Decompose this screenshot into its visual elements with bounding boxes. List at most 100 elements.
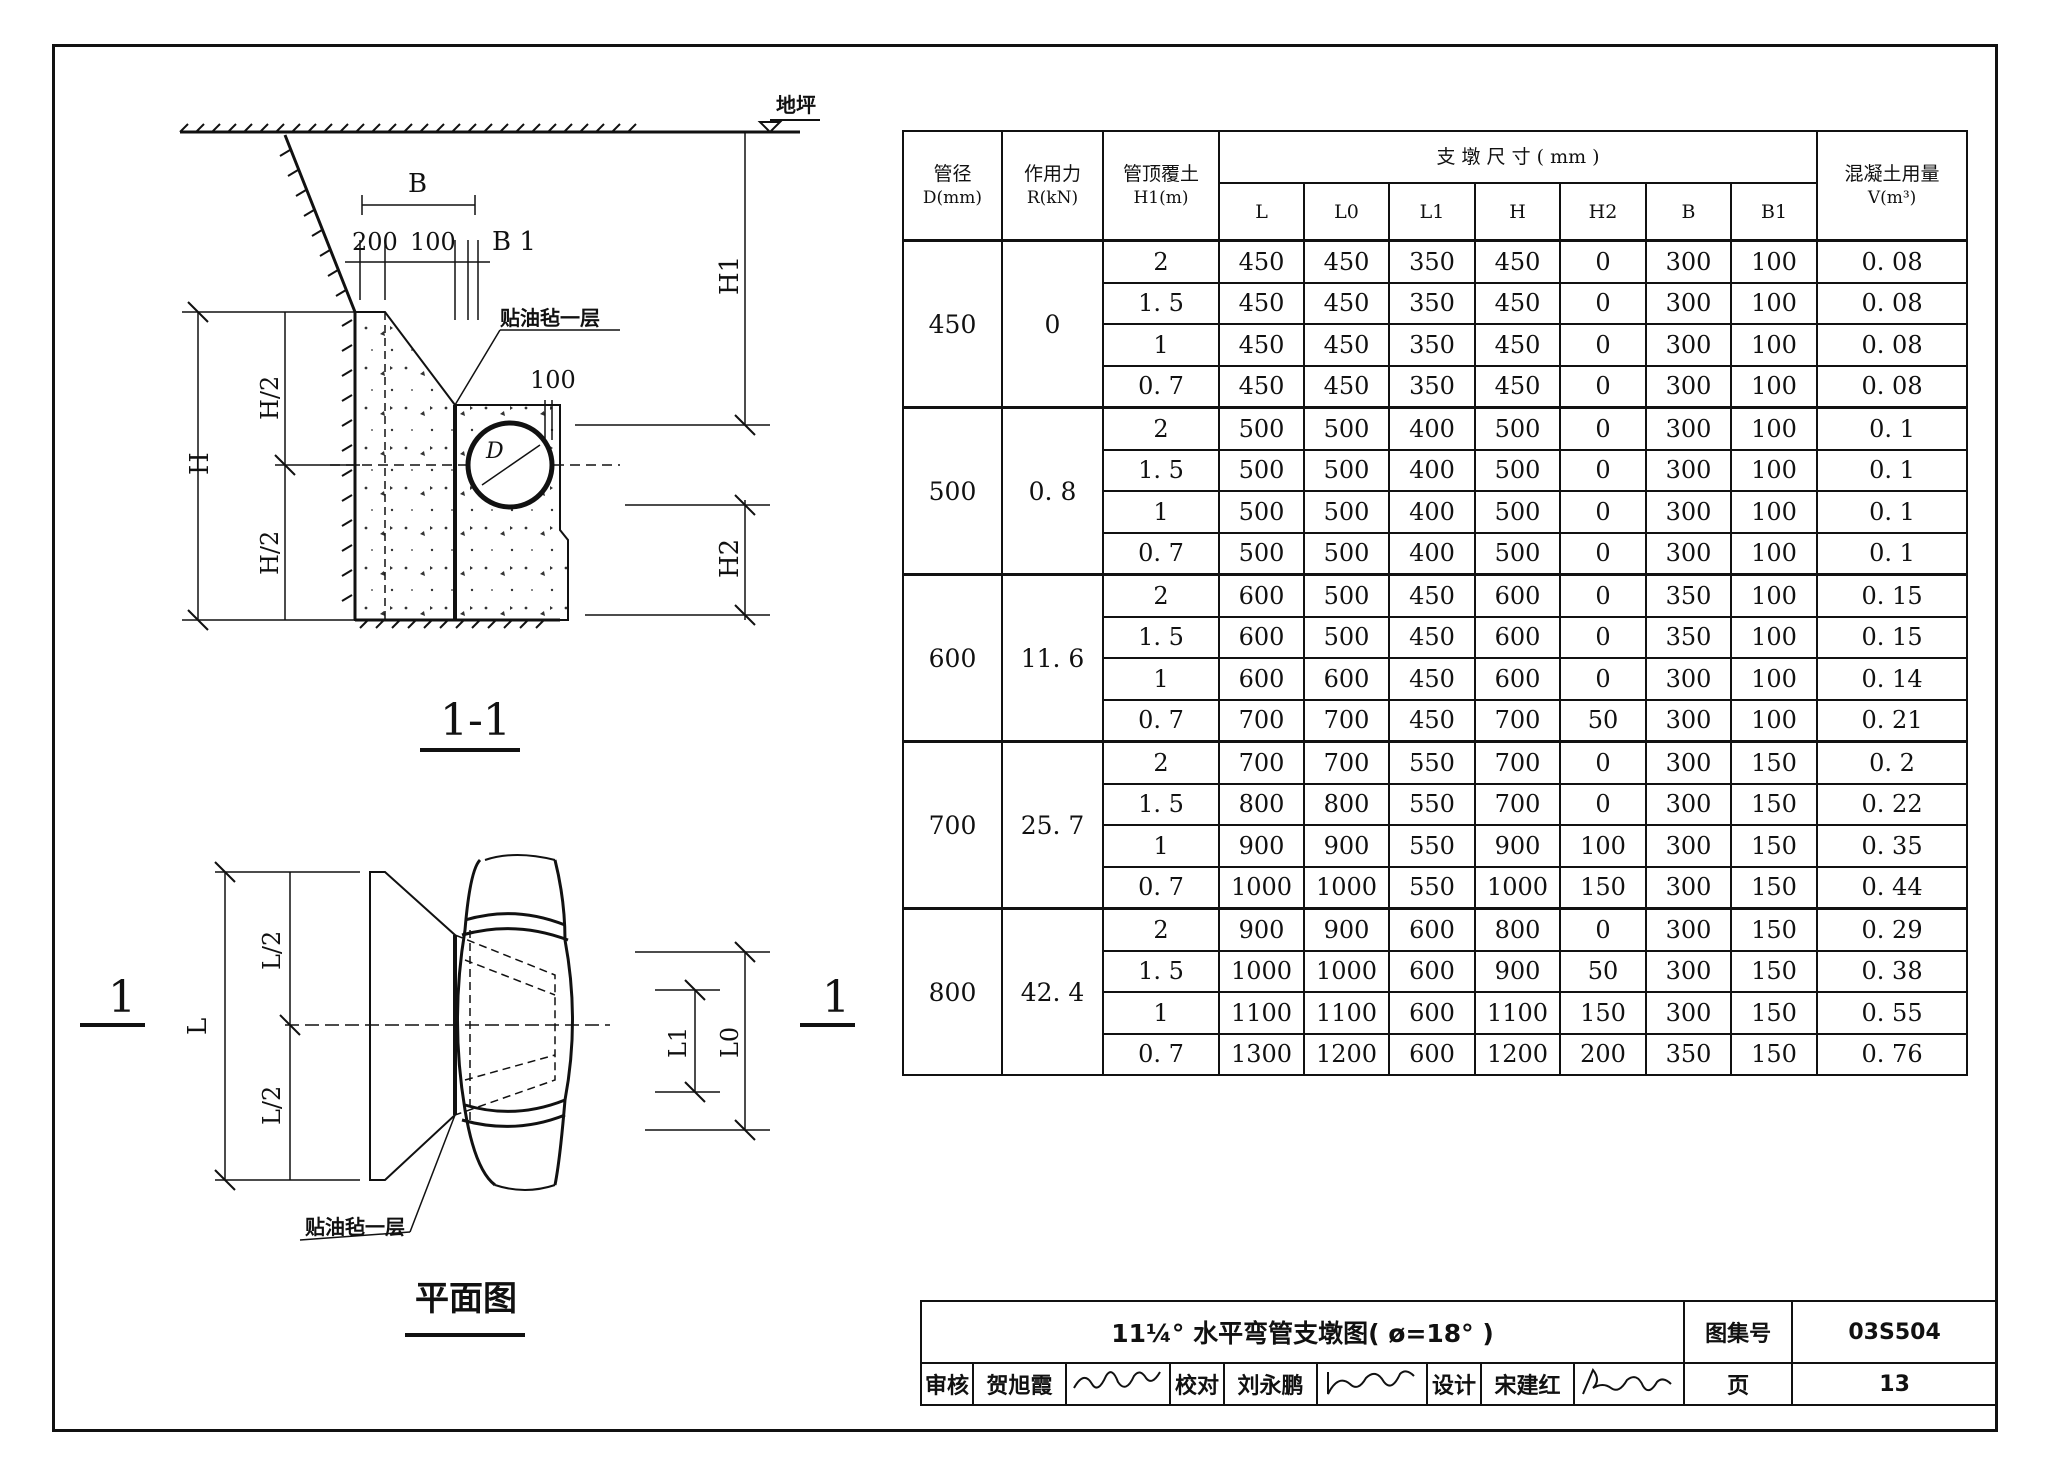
cell-l1: 350 — [1388, 364, 1476, 409]
cell-volume: 0. 22 — [1816, 782, 1969, 826]
support-dimension-table: 管径 D(mm) 作用力 R(kN) 管顶覆土 H1(m) 支 墩 尺 寸 ( … — [902, 130, 1969, 1076]
cell-cover: 1 — [1102, 991, 1220, 1035]
cell-h: 600 — [1474, 657, 1561, 701]
felt-note-plan: 贴油毡一层 — [305, 1215, 405, 1239]
cell-h: 450 — [1474, 281, 1561, 325]
cell-h: 900 — [1474, 949, 1561, 993]
cell-b1: 150 — [1729, 949, 1819, 993]
cell-l1: 600 — [1388, 907, 1476, 952]
pipe-d-label: D — [485, 439, 504, 464]
cell-l0: 500 — [1303, 406, 1390, 451]
cell-h2: 0 — [1559, 782, 1647, 826]
cell-volume: 0. 14 — [1816, 657, 1969, 701]
cell-l0: 1000 — [1303, 949, 1390, 993]
cell-volume: 0. 21 — [1816, 698, 1969, 743]
cell-volume: 0. 76 — [1816, 1032, 1969, 1076]
cell-l1: 450 — [1388, 698, 1476, 743]
cell-b: 300 — [1645, 323, 1732, 367]
dim-b1-label: B 1 — [492, 227, 536, 257]
cell-h: 800 — [1474, 907, 1561, 952]
cell-h: 1100 — [1474, 991, 1561, 1035]
dim-100-label: 100 — [410, 228, 456, 256]
dim-l1-label: L1 — [664, 1027, 692, 1058]
cell-h2: 0 — [1559, 323, 1647, 367]
cell-b1: 150 — [1729, 782, 1819, 826]
cell-diameter: 500 — [902, 406, 1003, 576]
cell-l0: 700 — [1303, 740, 1390, 785]
cell-diameter: 450 — [902, 239, 1003, 409]
cell-b1: 100 — [1729, 323, 1819, 367]
cell-b: 300 — [1645, 531, 1732, 576]
cell-h: 700 — [1474, 782, 1561, 826]
cell-force: 11. 6 — [1001, 573, 1104, 743]
cell-h: 1000 — [1474, 865, 1561, 910]
cell-b: 300 — [1645, 281, 1732, 325]
cell-l0: 900 — [1303, 824, 1390, 868]
cell-cover: 1. 5 — [1102, 281, 1220, 325]
cell-h2: 0 — [1559, 239, 1647, 284]
cell-h: 500 — [1474, 490, 1561, 534]
cell-l1: 600 — [1388, 949, 1476, 993]
cell-l0: 450 — [1303, 239, 1390, 284]
dim-l-half-lower: L/2 — [258, 1086, 286, 1125]
cell-l0: 500 — [1303, 490, 1390, 534]
cell-b1: 100 — [1729, 239, 1819, 284]
cell-l0: 500 — [1303, 615, 1390, 659]
cell-l1: 400 — [1388, 531, 1476, 576]
cell-l1: 600 — [1388, 1032, 1476, 1076]
cell-l0: 700 — [1303, 698, 1390, 743]
cell-h2: 0 — [1559, 364, 1647, 409]
cell-l: 450 — [1218, 323, 1305, 367]
cell-b: 300 — [1645, 949, 1732, 993]
felt-note-section: 贴油毡一层 — [500, 306, 600, 330]
cell-l0: 800 — [1303, 782, 1390, 826]
cell-cover: 0. 7 — [1102, 1032, 1220, 1076]
cell-diameter: 600 — [902, 573, 1003, 743]
cell-b: 300 — [1645, 782, 1732, 826]
cell-volume: 0. 44 — [1816, 865, 1969, 910]
cell-diameter: 700 — [902, 740, 1003, 910]
cell-volume: 0. 15 — [1816, 573, 1969, 618]
cell-l0: 900 — [1303, 907, 1390, 952]
cell-cover: 2 — [1102, 406, 1220, 451]
cell-cover: 1. 5 — [1102, 782, 1220, 826]
cell-b1: 100 — [1729, 698, 1819, 743]
cell-b: 300 — [1645, 490, 1732, 534]
cell-cover: 0. 7 — [1102, 364, 1220, 409]
cell-l: 1300 — [1218, 1032, 1305, 1076]
header-h: H — [1474, 182, 1561, 242]
cell-l: 500 — [1218, 490, 1305, 534]
cell-l: 600 — [1218, 573, 1305, 618]
cell-l1: 550 — [1388, 824, 1476, 868]
dim-200-label: 200 — [352, 228, 398, 256]
dim-h1-label: H1 — [715, 256, 745, 295]
cell-b1: 100 — [1729, 573, 1819, 618]
cell-h2: 0 — [1559, 615, 1647, 659]
cell-cover: 0. 7 — [1102, 698, 1220, 743]
header-b1: B1 — [1729, 182, 1819, 242]
cell-b1: 100 — [1729, 490, 1819, 534]
dim-h-label: H — [185, 452, 215, 475]
cell-b: 300 — [1645, 824, 1732, 868]
cell-h2: 200 — [1559, 1032, 1647, 1076]
cell-l0: 1200 — [1303, 1032, 1390, 1076]
cell-l: 500 — [1218, 448, 1305, 492]
cell-l1: 450 — [1388, 615, 1476, 659]
cell-l0: 500 — [1303, 448, 1390, 492]
cell-b1: 100 — [1729, 531, 1819, 576]
header-cover: 管顶覆土 H1(m) — [1102, 130, 1220, 242]
cell-l0: 1000 — [1303, 865, 1390, 910]
cut-mark-right: 1 — [822, 972, 850, 1023]
